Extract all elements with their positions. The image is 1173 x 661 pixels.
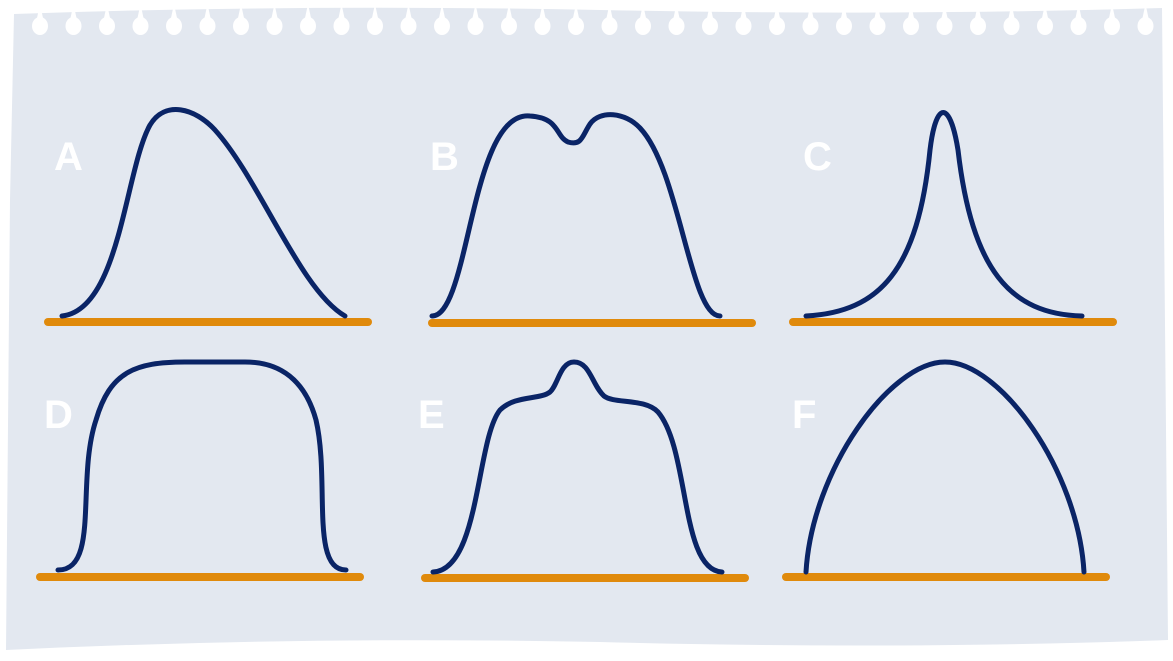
binding-hole: [735, 4, 752, 35]
panel-label: C: [803, 135, 832, 179]
curve: [803, 110, 1085, 319]
binding-holes: [32, 4, 1154, 35]
curve: [55, 359, 349, 573]
binding-hole: [568, 4, 584, 35]
binding-hole: [266, 4, 283, 35]
panel-d: D: [36, 359, 364, 581]
binding-hole: [1037, 4, 1053, 35]
binding-hole: [936, 4, 953, 35]
curve: [59, 107, 348, 319]
binding-hole: [99, 4, 115, 35]
notebook-paper: [6, 4, 1168, 650]
binding-hole: [333, 4, 350, 35]
binding-hole: [501, 4, 517, 35]
binding-hole: [534, 4, 551, 35]
binding-hole: [166, 4, 182, 35]
binding-hole: [869, 4, 886, 35]
binding-hole: [836, 4, 852, 35]
binding-hole: [199, 4, 216, 35]
binding-hole: [635, 4, 651, 35]
binding-hole: [1003, 4, 1020, 35]
panel-a: A: [44, 107, 372, 326]
paper-sheet: [6, 7, 1168, 650]
panel-f: F: [782, 359, 1110, 581]
panel-label: E: [418, 393, 445, 437]
curve: [429, 112, 723, 319]
curve: [803, 359, 1087, 575]
binding-hole: [1070, 4, 1087, 35]
panel-label: A: [54, 135, 83, 179]
panel-label: F: [792, 393, 816, 437]
binding-hole: [434, 4, 450, 35]
panel-c: C: [789, 110, 1117, 326]
binding-hole: [601, 4, 618, 35]
curve: [430, 359, 725, 575]
binding-hole: [65, 4, 82, 35]
binding-hole: [1137, 4, 1154, 35]
panel-label: D: [44, 393, 73, 437]
panel-e: E: [418, 359, 749, 582]
binding-hole: [668, 4, 685, 35]
binding-hole: [702, 4, 718, 35]
binding-hole: [467, 4, 484, 35]
binding-hole: [132, 4, 149, 35]
binding-hole: [1104, 4, 1120, 35]
binding-hole: [367, 4, 383, 35]
binding-hole: [970, 4, 986, 35]
panel-label: B: [430, 135, 459, 179]
binding-hole: [32, 4, 48, 35]
binding-hole: [903, 4, 919, 35]
binding-hole: [233, 4, 249, 35]
binding-hole: [400, 4, 417, 35]
panel-b: B: [428, 112, 756, 327]
binding-hole: [802, 4, 819, 35]
binding-hole: [769, 4, 785, 35]
binding-hole: [300, 4, 316, 35]
